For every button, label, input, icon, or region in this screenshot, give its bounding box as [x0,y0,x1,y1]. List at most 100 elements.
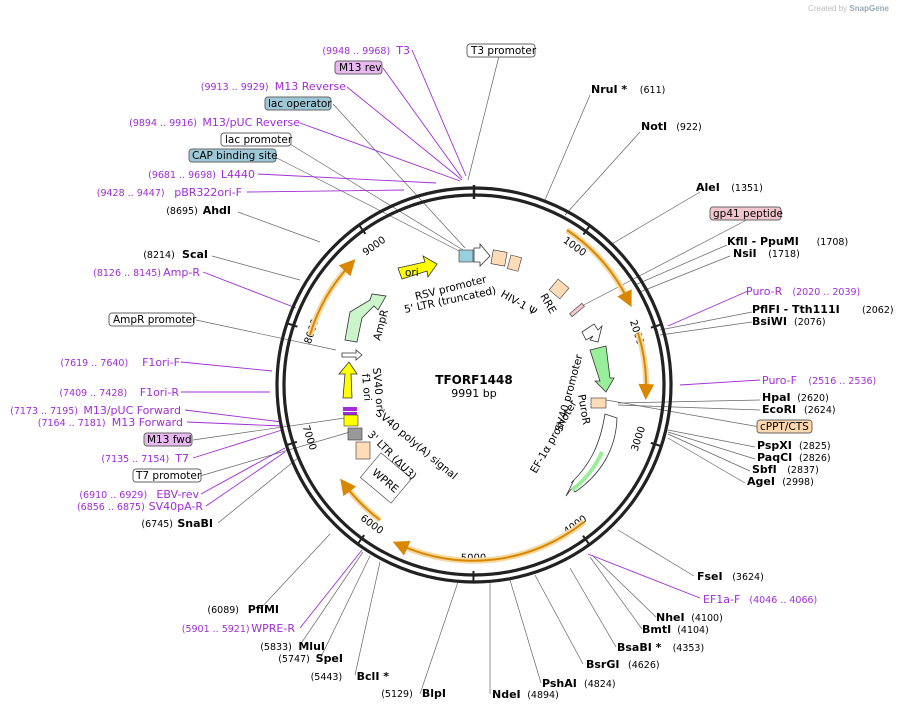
primer-name: F1ori-F [142,356,180,369]
plasmid-length: 9991 bp [451,387,496,400]
orf-arcs [307,227,655,564]
ampr-arrow [344,293,387,343]
enzyme-name: NotI [641,120,667,133]
hiv-psi-box [506,254,522,272]
enzyme-name: SpeI [316,652,343,665]
gp41-box [569,302,585,318]
ltr5-box [490,249,508,267]
primer-position: (7619 .. 7640) [60,358,128,369]
plasmid-name: TFORF1448 [435,373,512,387]
enzyme-position: (4104) [677,625,709,636]
enzyme-name: BclI * [357,670,390,683]
primer-position: (7164 .. 7181) [38,418,106,429]
ampr-promoter-label: AmpR promoter [113,314,197,326]
tick-mark [285,322,298,328]
ef1a-promoter-label: EF-1α promoter [528,398,580,476]
cppt-box [590,397,607,409]
primer-name: WPRE-R [251,622,295,635]
lac-promoter-label: lac promoter [225,134,293,146]
enzyme-name: KflI - PpuMI [727,235,799,248]
primer-name: M13 Forward [112,416,183,429]
enzyme-position: (4353) [673,643,705,654]
m13-box [343,412,357,415]
enzyme-name: EcoRI [762,403,796,416]
primer-name: M13 Reverse [275,80,346,93]
enzyme-position: (4626) [628,660,660,671]
rsv-promoter-box [458,249,474,263]
m13-rev-label: M13 rev [339,62,382,74]
enzyme-name: BsrGI [586,658,619,671]
puror-arrow [589,345,615,393]
primer-name: T3 [395,44,410,57]
tick-mark [650,323,663,329]
enzyme-position: (2076) [794,317,826,328]
credit-prefix: Created by [808,4,848,13]
tick-label: 7000 [300,424,318,452]
enzyme-name: BmtI [642,623,671,636]
puror-label: PuroR [575,393,592,425]
enzyme-position: (6745) [141,519,173,530]
snapgene-credit: Created by SnapGene [808,4,889,13]
ori-arrow [397,255,438,280]
primer-position: (7409 .. 7428) [59,388,127,399]
enzyme-name: AleI [696,181,720,194]
primer-position: (4046 .. 4066) [749,595,817,606]
primer-name: F1ori-R [140,386,180,399]
enzyme-position: (2624) [804,405,836,416]
enzyme-position: (5833) [260,642,292,653]
primer-position: (6856 .. 6875) [77,502,145,513]
enzyme-position: (8214) [143,250,175,261]
enzyme-name: SnaBI [177,517,213,530]
primer-position: (8126 .. 8145) [93,268,161,279]
ampr-label: AmpR [371,308,391,341]
ef1a-promoter-arrow [565,413,618,497]
primer-name: EF1a-F [703,593,740,606]
tick-mark [356,534,365,546]
enzyme-position: (1718) [768,249,800,260]
enzyme-position: (5443) [311,672,343,683]
enzyme-position: (2062) [862,305,894,316]
primer-name: Puro-F [762,374,797,387]
enzyme-name: BsaBI * [617,641,662,654]
enzyme-name: PflFI - Tth111I [752,303,840,316]
tick-mark [582,535,591,547]
m13-fwd-label: M13 fwd [147,434,192,446]
wpre-box [359,452,413,504]
leader-lines [192,51,761,695]
enzyme-name: AhdI [203,204,231,217]
tick-mark [650,441,663,448]
enzyme-position: (1351) [731,183,763,194]
enzyme-position: (2998) [782,477,814,488]
enzyme-position: (2837) [787,465,819,476]
primer-position: (9681 .. 9698) [148,170,216,181]
primer-name: M13/pUC Reverse [202,116,300,129]
enzyme-name: NdeI [492,688,521,701]
primer-labels-left: T3(9948 .. 9968)M13 Reverse(9913 .. 9929… [10,44,410,635]
primer-position: (9894 .. 9916) [129,118,197,129]
t7-promoter-label: T7 promoter [135,470,202,482]
primer-position: (9913 .. 9929) [201,82,269,93]
enzyme-labels-right: NruI *(611)NotI(922)AleI(1351)KflI - Ppu… [492,83,894,701]
sv40-ori-yellow [343,414,359,427]
tick-label: 9000 [361,235,388,259]
sv40-ori-box [343,407,357,411]
enzyme-position: (3624) [732,572,764,583]
primer-position: (7173 .. 7195) [10,406,78,417]
enzyme-name: BlpI [422,687,446,700]
tick-label: 3000 [630,425,648,453]
enzyme-position: (611) [640,85,666,96]
primer-name: SV40pA-R [149,500,204,513]
enzyme-position: (4894) [527,690,559,701]
ef1a-green-arc [570,451,604,492]
primer-name: T7 [174,452,189,465]
primer-name: EBV-rev [156,488,199,501]
enzyme-name: NsiI [733,247,757,260]
enzyme-name: AgeI [747,475,775,488]
enzyme-position: (2826) [799,453,831,464]
enzyme-position: (6089) [207,605,239,616]
credit-brand: SnapGene [849,4,889,13]
tick-mark [582,224,592,236]
enzyme-name: FseI [697,570,723,583]
enzyme-name: NruI * [591,83,627,96]
enzyme-position: (2620) [797,393,829,404]
